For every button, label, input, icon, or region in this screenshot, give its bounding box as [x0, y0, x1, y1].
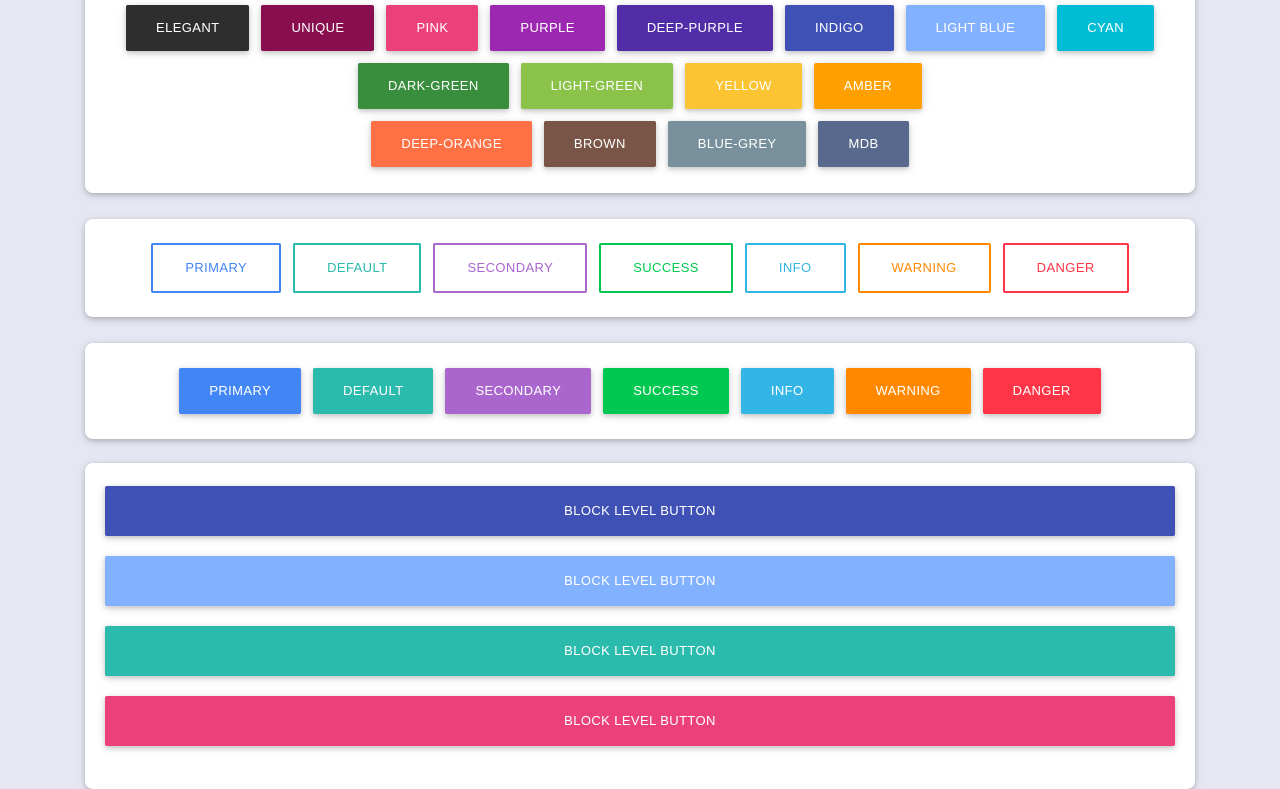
btn-deep-purple[interactable]: DEEP-PURPLE [616, 5, 773, 51]
btn-cyan[interactable]: CYAN [1057, 5, 1154, 51]
btn-amber[interactable]: AMBER [813, 63, 923, 109]
btn-outline-secondary[interactable]: SECONDARY [433, 243, 588, 293]
btn-outline-primary[interactable]: PRIMARY [151, 243, 282, 293]
btn-light-blue[interactable]: LIGHT BLUE [905, 5, 1046, 51]
btn-solid-secondary[interactable]: SECONDARY [445, 368, 592, 414]
btn-solid-success[interactable]: SUCCESS [603, 368, 729, 414]
block-buttons-card: BLOCK LEVEL BUTTON BLOCK LEVEL BUTTON BLOC… [85, 463, 1195, 789]
btn-mdb[interactable]: MDB [818, 121, 909, 167]
btn-outline-danger[interactable]: DANGER [1002, 243, 1129, 293]
btn-brown[interactable]: BROWN [543, 121, 656, 167]
btn-outline-info[interactable]: INFO [744, 243, 846, 293]
btn-dark-green[interactable]: DARK-GREEN [357, 63, 509, 109]
btn-solid-default[interactable]: DEFAULT [313, 368, 434, 414]
btn-solid-danger[interactable]: DANGER [982, 368, 1101, 414]
block-level-button-1[interactable]: BLOCK LEVEL BUTTON [105, 486, 1175, 536]
btn-indigo[interactable]: INDIGO [784, 5, 894, 51]
btn-deep-orange[interactable]: DEEP-ORANGE [371, 121, 532, 167]
btn-blue-grey[interactable]: BLUE-GREY [667, 121, 807, 167]
btn-unique[interactable]: UNIQUE [261, 5, 375, 51]
btn-light-green[interactable]: LIGHT-GREEN [520, 63, 674, 109]
block-level-button-3[interactable]: BLOCK LEVEL BUTTON [105, 626, 1175, 676]
btn-solid-info[interactable]: INFO [740, 368, 834, 414]
btn-pink[interactable]: PINK [386, 5, 479, 51]
btn-purple[interactable]: PURPLE [490, 5, 605, 51]
block-level-button-4[interactable]: BLOCK LEVEL BUTTON [105, 696, 1175, 746]
block-buttons-column: BLOCK LEVEL BUTTON BLOCK LEVEL BUTTON BLOC… [105, 486, 1175, 746]
btn-solid-primary[interactable]: PRIMARY [179, 368, 302, 414]
block-level-button-2[interactable]: BLOCK LEVEL BUTTON [105, 556, 1175, 606]
btn-solid-warning[interactable]: WARNING [845, 368, 971, 414]
btn-outline-default[interactable]: DEFAULT [293, 243, 422, 293]
btn-yellow[interactable]: YELLOW [685, 63, 802, 109]
btn-outline-success[interactable]: SUCCESS [599, 243, 733, 293]
btn-outline-warning[interactable]: WARNING [857, 243, 991, 293]
btn-elegant[interactable]: ELEGANT [126, 5, 250, 51]
